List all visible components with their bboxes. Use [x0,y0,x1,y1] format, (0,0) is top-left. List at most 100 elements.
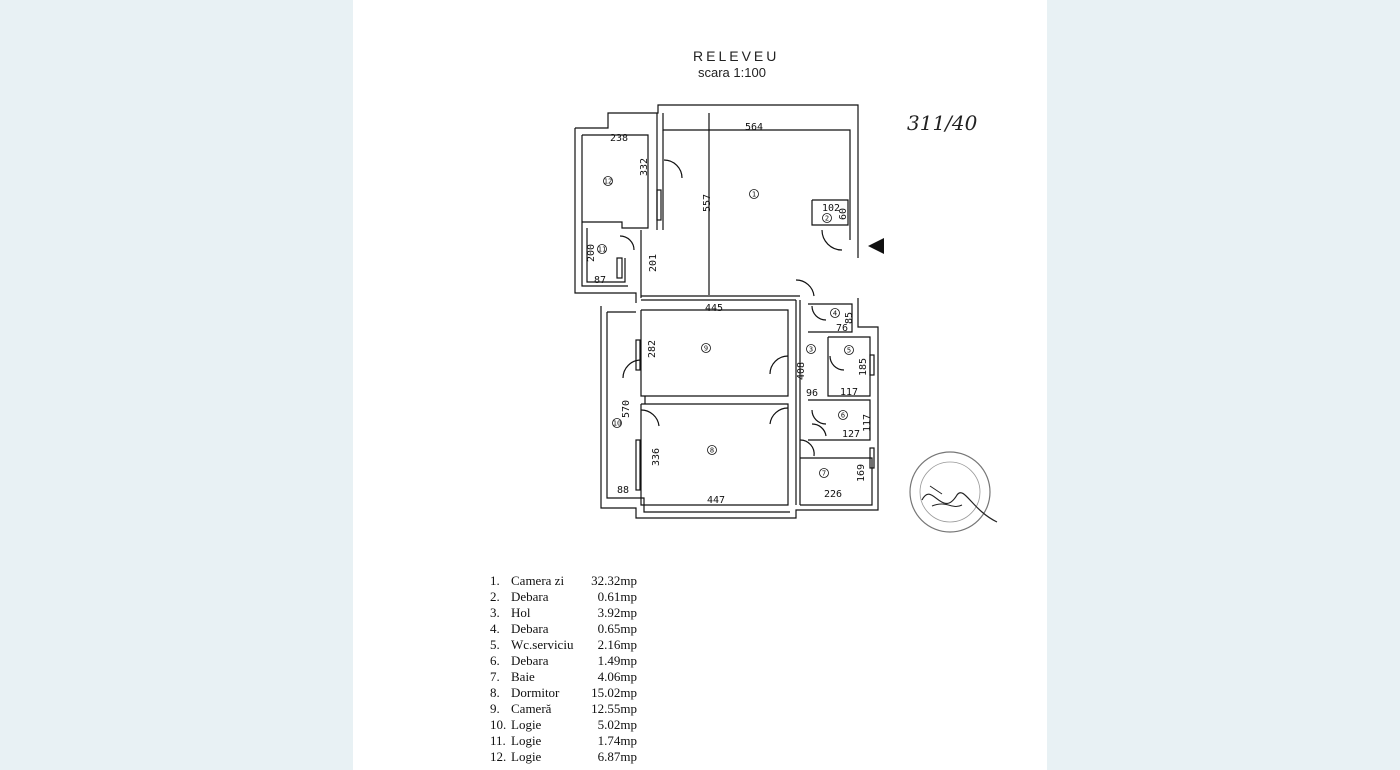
dimension-label: 87 [594,275,606,286]
dimension-label: 96 [806,388,818,399]
legend-number: 4. [490,621,500,636]
svg-text:10: 10 [613,420,621,428]
dimension-label: 282 [647,340,658,358]
document-title: RELEVEU [693,48,780,64]
legend-number: 8. [490,685,500,700]
floor-plan: 238 332 564 557 102 60 200 201 87 445 28… [574,104,884,519]
room-marker-9: 9 [701,343,711,353]
room-marker-6: 6 [838,410,848,420]
signature [921,492,998,523]
room-marker-1: 1 [749,189,759,199]
dimension-label: 85 [844,312,855,324]
dimension-label: 564 [745,122,763,133]
legend-number: 6. [490,653,500,668]
legend-row: 9. Cameră 12.55mp [490,701,637,717]
dimension-label: 570 [621,400,632,418]
legend-row: 11. Logie 1.74mp [490,733,637,749]
legend-room-area: 15.02mp [591,685,637,700]
legend-number: 7. [490,669,500,684]
dimension-label: 447 [707,495,725,506]
entrance-arrow-icon [868,238,884,254]
dimension-label: 169 [856,464,867,482]
legend-room-name: Wc.serviciu [511,637,574,652]
dimension-label: 201 [648,254,659,272]
svg-text:4: 4 [833,310,837,318]
document-page [353,0,1047,770]
legend-room-name: Baie [511,669,535,684]
legend-number: 1. [490,573,500,588]
room-marker-5: 5 [844,345,854,355]
outer-wall [575,104,859,258]
legend-room-area: 1.74mp [597,733,637,748]
dimension-label: 60 [838,208,849,220]
handwritten-reference-text: 311/40 [907,111,978,135]
legend-row: 7. Baie 4.06mp [490,669,637,685]
official-stamp [909,451,998,533]
svg-text:7: 7 [822,470,826,478]
dimension-label: 408 [796,362,807,380]
svg-text:3: 3 [809,346,813,354]
dimension-label: 102 [822,203,840,214]
legend-room-area: 5.02mp [597,717,637,732]
document-scale: scara 1:100 [698,65,766,80]
legend-room-area: 0.61mp [597,589,637,604]
legend-room-area: 4.06mp [597,669,637,684]
legend-room-area: 1.49mp [597,653,637,668]
legend-row: 10. Logie 5.02mp [490,717,637,733]
room-marker-11: 11 [597,244,607,254]
dimension-label: 336 [651,448,662,466]
dimension-label: 557 [702,194,713,212]
room-marker-4: 4 [830,308,840,318]
legend-room-area: 32.32mp [591,573,637,588]
legend-room-area: 12.55mp [591,701,637,716]
legend-room-name: Hol [511,605,531,620]
legend-row: 6. Debara 1.49mp [490,653,637,669]
legend-room-name: Cameră [511,701,552,716]
legend-number: 2. [490,589,500,604]
svg-text:8: 8 [710,447,714,455]
dimension-label: 238 [610,133,628,144]
svg-text:1: 1 [752,191,756,199]
legend-room-area: 6.87mp [597,749,637,764]
legend-room-area: 2.16mp [597,637,637,652]
legend-room-area: 3.92mp [597,605,637,620]
svg-text:9: 9 [704,345,708,353]
dimension-label: 332 [639,158,650,176]
legend-room-name: Logie [511,717,542,732]
svg-text:2: 2 [825,215,829,223]
legend-number: 11. [490,733,506,748]
legend-row: 5. Wc.serviciu 2.16mp [490,637,637,653]
legend-room-area: 0.65mp [597,621,637,636]
dimension-label: 76 [836,323,848,334]
room-marker-3: 3 [806,344,816,354]
svg-text:5: 5 [847,347,851,355]
legend-number: 5. [490,637,500,652]
dimension-label: 117 [840,387,858,398]
dimension-label: 117 [862,414,873,432]
room-marker-8: 8 [707,445,717,455]
dimension-label: 88 [617,485,629,496]
legend-number: 3. [490,605,500,620]
legend-room-name: Dormitor [511,685,560,700]
dimension-label: 185 [858,358,869,376]
legend-row: 3. Hol 3.92mp [490,605,637,621]
legend-row: 4. Debara 0.65mp [490,621,637,637]
dimension-label: 127 [842,429,860,440]
dimension-label: 445 [705,303,723,314]
legend-room-name: Logie [511,749,542,764]
legend-row: 8. Dormitor 15.02mp [490,685,637,701]
legend-room-name: Debara [511,653,549,668]
svg-text:12: 12 [604,178,612,186]
handwritten-reference-number: 311/40 [907,111,978,135]
legend-room-name: Camera zi [511,573,565,588]
room-marker-2: 2 [822,213,832,223]
dimension-label: 226 [824,489,842,500]
room-marker-7: 7 [819,468,829,478]
legend-room-name: Logie [511,733,542,748]
legend-number: 10. [490,717,507,732]
legend-room-name: Debara [511,621,549,636]
legend-number: 9. [490,701,500,716]
